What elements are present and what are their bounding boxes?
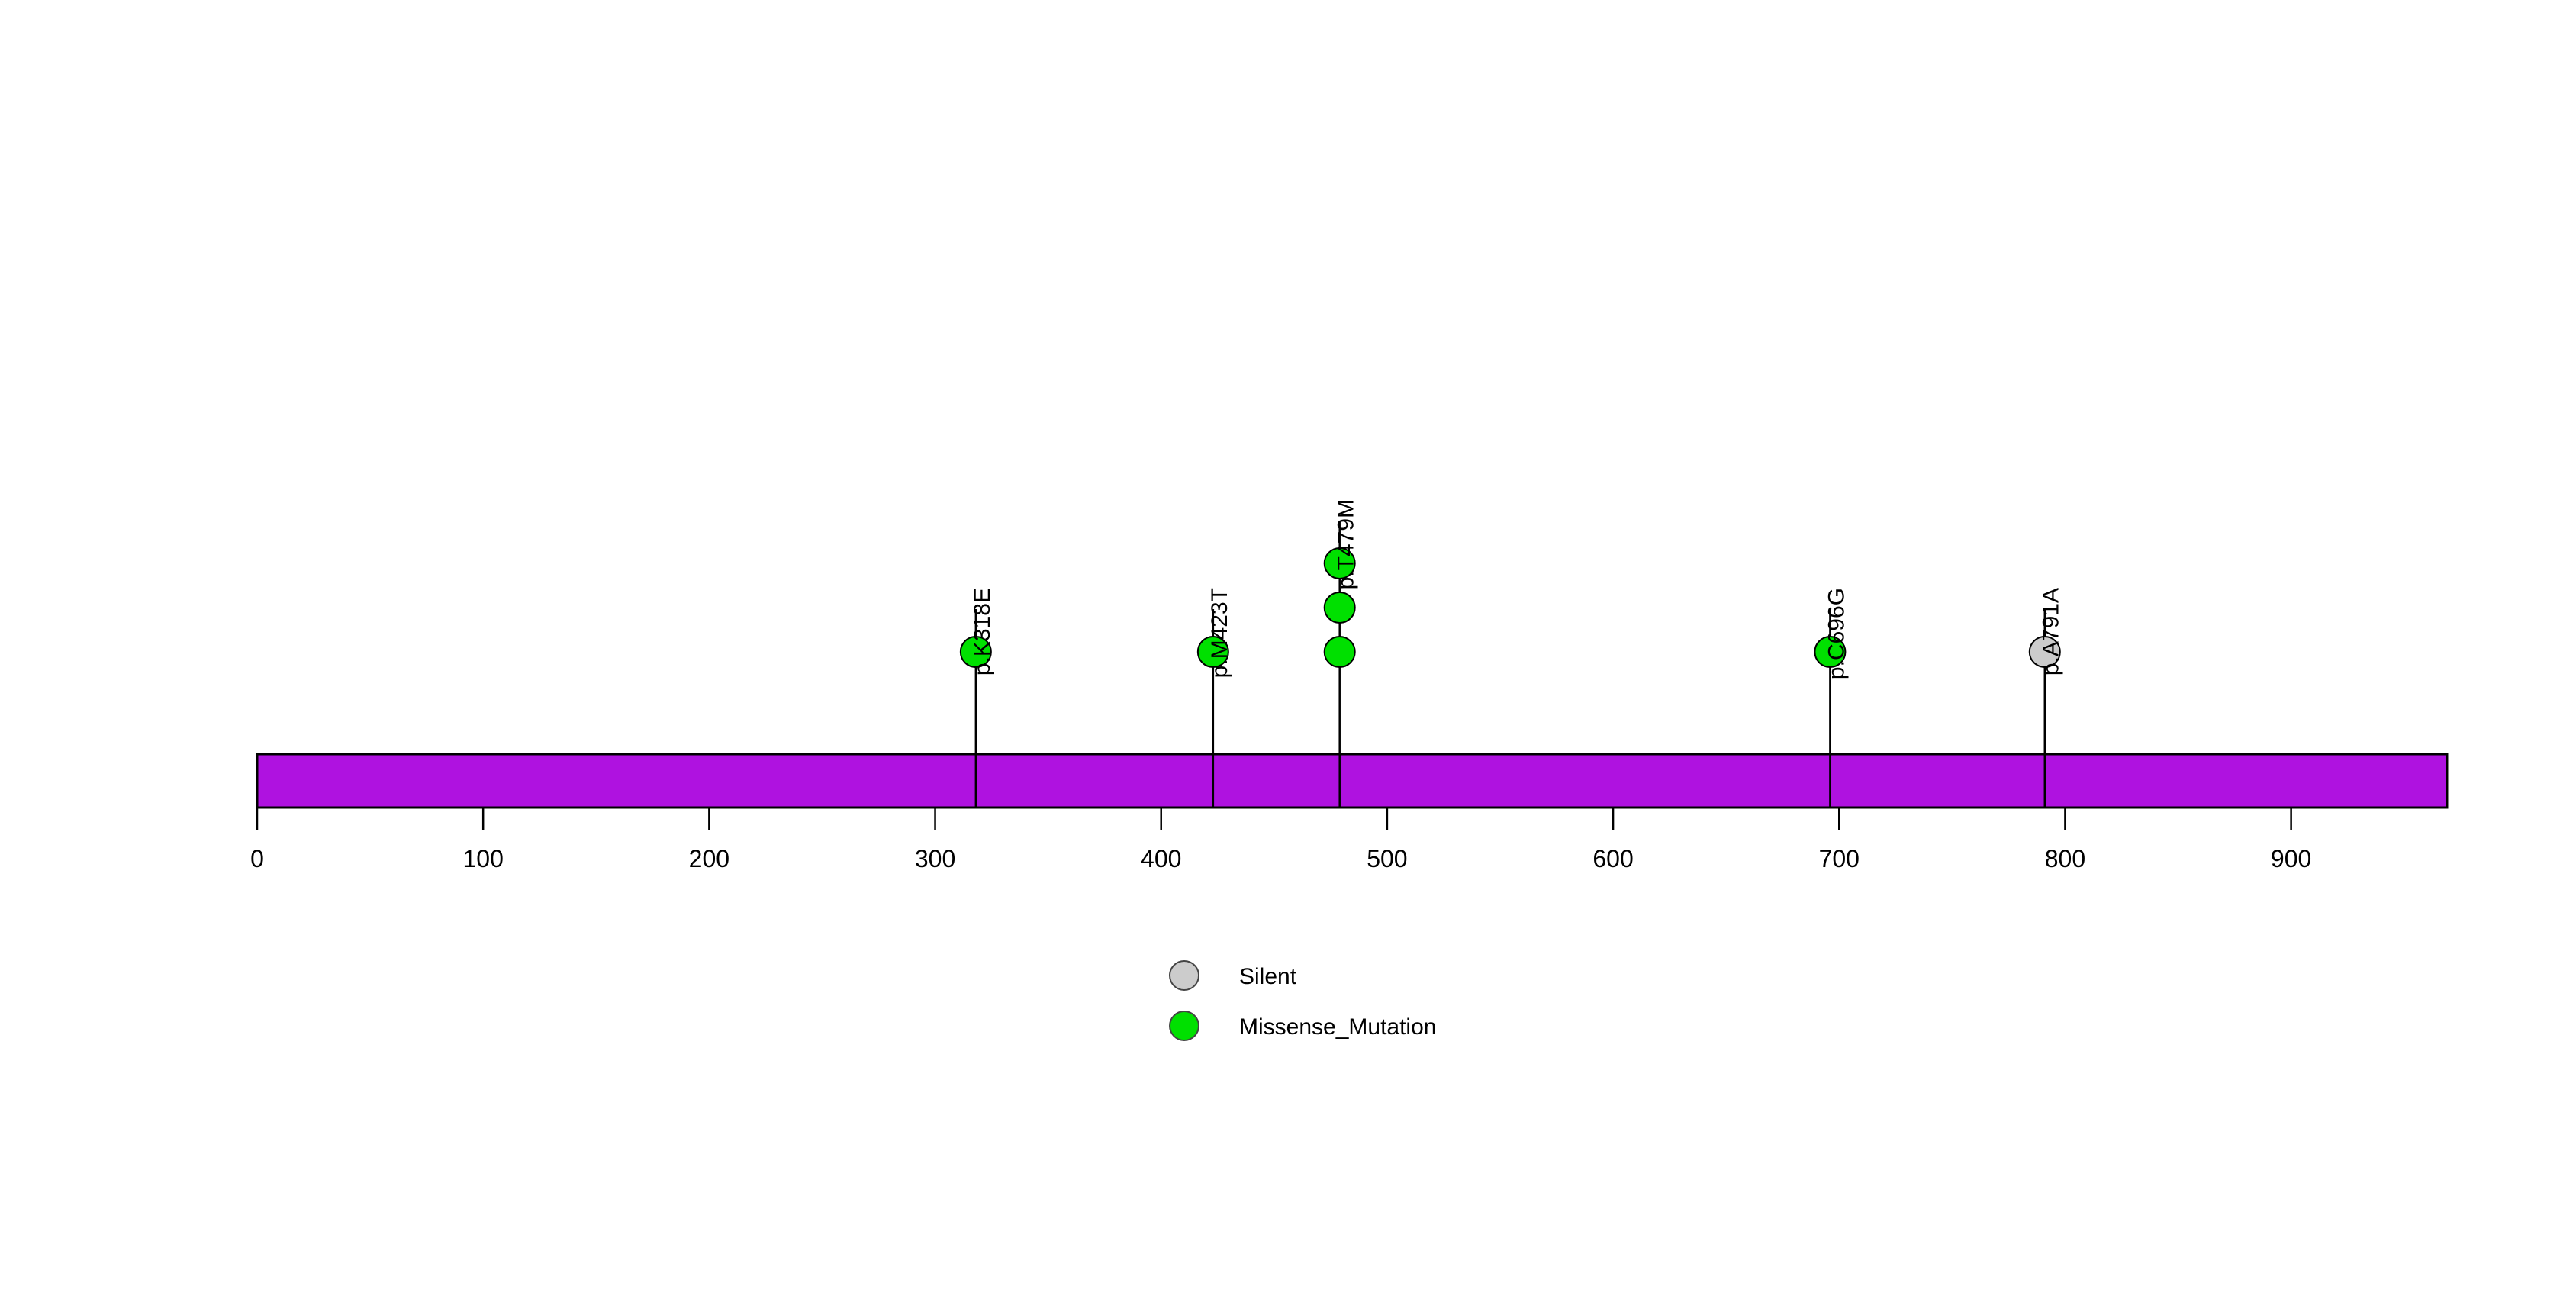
lollipop-pA791A[interactable]: p.A791A bbox=[2028, 588, 2064, 808]
axis-tick-label: 400 bbox=[1141, 845, 1181, 872]
mutation-head-circle[interactable] bbox=[1323, 547, 1356, 579]
axis-tick-label: 600 bbox=[1592, 845, 1633, 872]
legend-entry-label: Missense_Mutation bbox=[1239, 1014, 1436, 1040]
mutation-label: p.A791A bbox=[2039, 588, 2064, 676]
lollipop-pK318E[interactable]: p.K318E bbox=[959, 588, 995, 808]
lollipop-pC696G[interactable]: p.C696G bbox=[1814, 588, 1849, 808]
lollipop-pM423T[interactable]: p.M423T bbox=[1196, 588, 1232, 808]
mutation-head-circle[interactable] bbox=[1814, 636, 1847, 668]
mutation-head-circle[interactable] bbox=[1323, 592, 1356, 624]
mutation-label: p.M423T bbox=[1207, 588, 1232, 678]
axis-tick-label: 100 bbox=[462, 845, 503, 872]
axis-tick-label: 900 bbox=[2271, 845, 2311, 872]
axis-tick-label: 200 bbox=[689, 845, 729, 872]
legend-swatch-circle[interactable] bbox=[1169, 1011, 1199, 1041]
axis-tick-label: 700 bbox=[1819, 845, 1860, 872]
axis-tick-label: 500 bbox=[1367, 845, 1407, 872]
legend-entry-label: Silent bbox=[1239, 964, 1297, 989]
mutation-head-circle[interactable] bbox=[1323, 636, 1356, 668]
axis-tick-label: 800 bbox=[2045, 845, 2085, 872]
x-axis: 0 100 200 300 400 500 600 700 800 900 bbox=[250, 808, 2311, 872]
protein-domain-bar bbox=[256, 753, 2449, 809]
axis-tick-label: 300 bbox=[915, 845, 955, 872]
mutation-head-circle[interactable] bbox=[1196, 636, 1229, 668]
mutation-head-circle[interactable] bbox=[2028, 636, 2061, 668]
mutation-label: p.C696G bbox=[1824, 588, 1849, 679]
axis-tick-label: 0 bbox=[250, 845, 264, 872]
lollipop-pT479M[interactable]: p.T479M bbox=[1323, 499, 1359, 808]
mutation-label: p.K318E bbox=[970, 588, 995, 676]
lollipop-group: p.K318E p.M423T p.T479M p.C696G p.A791A bbox=[959, 499, 2064, 808]
mutation-head-circle[interactable] bbox=[959, 636, 992, 668]
mutation-label: p.T479M bbox=[1334, 499, 1359, 589]
legend-swatch-circle[interactable] bbox=[1169, 960, 1199, 991]
